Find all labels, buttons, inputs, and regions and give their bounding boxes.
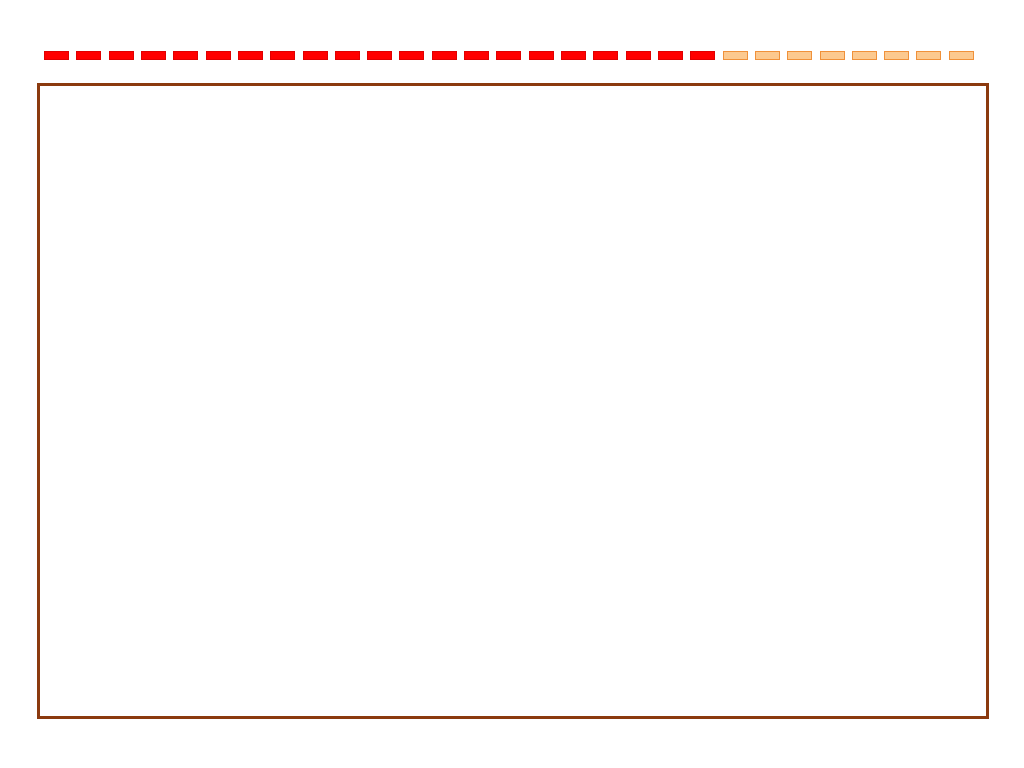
progress-segment-filled	[237, 51, 263, 60]
progress-segment-filled	[625, 51, 651, 60]
progress-segment-filled	[464, 51, 490, 60]
progress-segment-filled	[140, 51, 166, 60]
progress-segment-filled	[528, 51, 554, 60]
progress-segment-empty	[916, 51, 942, 60]
progress-segment-empty	[722, 51, 748, 60]
progress-segment-filled	[205, 51, 231, 60]
content-frame	[37, 83, 989, 719]
progress-segment-filled	[367, 51, 393, 60]
progress-segment-filled	[44, 51, 69, 60]
progress-segment-empty	[819, 51, 845, 60]
progress-segment-filled	[302, 51, 328, 60]
progress-segment-empty	[851, 51, 877, 60]
progress-segment-empty	[754, 51, 780, 60]
progress-segment-filled	[431, 51, 457, 60]
progress-segment-filled	[108, 51, 134, 60]
progress-segment-filled	[399, 51, 425, 60]
progress-segment-filled	[496, 51, 522, 60]
progress-segment-filled	[593, 51, 619, 60]
progress-segment-filled	[561, 51, 586, 60]
progress-segment-empty	[948, 51, 974, 60]
progress-segment-filled	[334, 51, 360, 60]
segmented-progress-bar	[44, 50, 974, 61]
progress-segment-empty	[787, 51, 813, 60]
progress-segment-filled	[690, 51, 716, 60]
progress-segment-filled	[76, 51, 102, 60]
progress-segment-filled	[657, 51, 683, 60]
progress-segment-filled	[270, 51, 296, 60]
progress-segment-filled	[173, 51, 199, 60]
progress-segment-empty	[884, 51, 910, 60]
